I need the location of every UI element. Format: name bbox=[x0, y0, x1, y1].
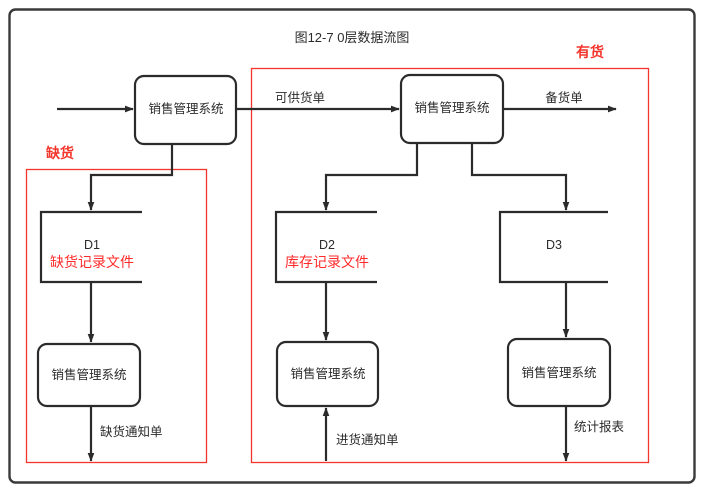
group-label-in-stock: 有货 bbox=[576, 44, 604, 60]
group-label-out-of-stock: 缺货 bbox=[46, 145, 74, 161]
diagram-title: 图12-7 0层数据流图 bbox=[294, 30, 410, 45]
flow-label-statistics-report: 统计报表 bbox=[574, 420, 625, 434]
datastore-code-D3: D3 bbox=[546, 238, 562, 252]
flow-label-prepare-order: 备货单 bbox=[545, 91, 583, 105]
process-label-bottom-right: 销售管理系统 bbox=[521, 366, 597, 380]
process-box-bottom-right bbox=[506, 337, 612, 408]
process-label-top-right: 销售管理系统 bbox=[414, 101, 490, 115]
flow-label-purchase-notice: 进货通知单 bbox=[336, 433, 399, 447]
flow-label-supply-order: 可供货单 bbox=[274, 91, 326, 105]
flow-line-to-D1 bbox=[87, 144, 174, 211]
datastore-name-D2: 库存记录文件 bbox=[285, 254, 369, 270]
flow-line-to-D2 bbox=[322, 143, 419, 211]
datastore-code-D1: D1 bbox=[84, 238, 100, 252]
datastore-shape-D3 bbox=[498, 210, 608, 284]
datastore-name-D1: 缺货记录文件 bbox=[50, 254, 134, 270]
group-box-out-of-stock bbox=[25, 168, 208, 464]
process-label-bottom-left: 销售管理系统 bbox=[51, 368, 127, 382]
process-box-bottom-mid bbox=[275, 340, 380, 408]
group-box-in-stock bbox=[250, 67, 650, 464]
flow-line-to-D3 bbox=[470, 143, 570, 211]
process-label-top-left: 销售管理系统 bbox=[148, 102, 224, 116]
process-box-bottom-left bbox=[36, 342, 142, 408]
process-label-bottom-mid: 销售管理系统 bbox=[290, 367, 366, 381]
datastore-code-D2: D2 bbox=[319, 238, 335, 252]
flow-label-shortage-notice: 缺货通知单 bbox=[100, 425, 163, 439]
outer-frame bbox=[8, 8, 696, 484]
